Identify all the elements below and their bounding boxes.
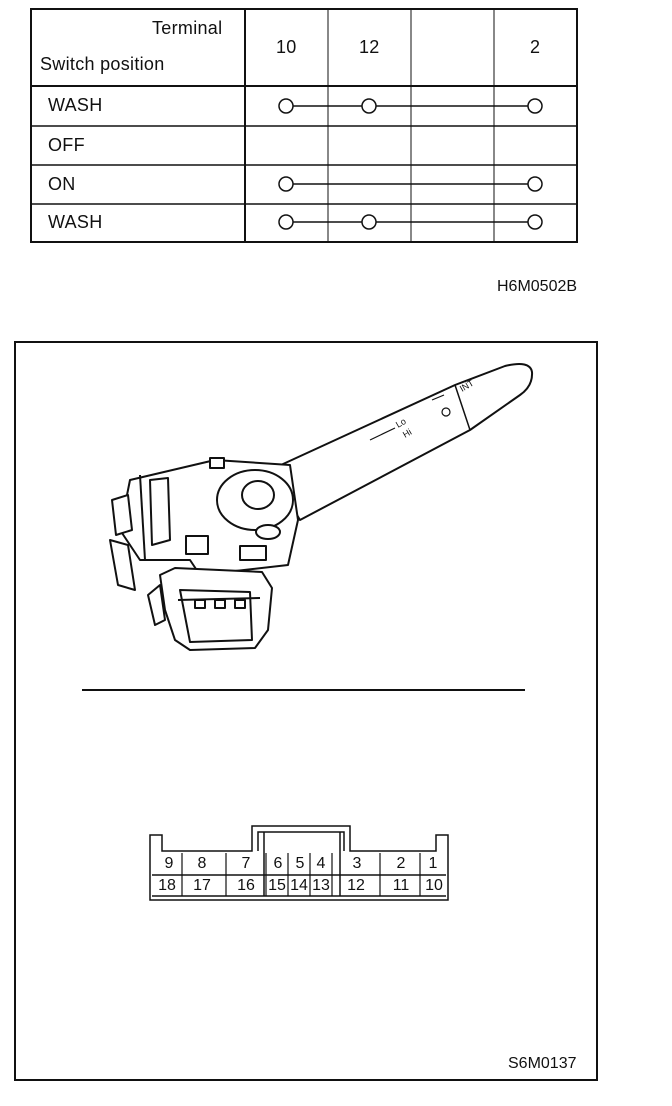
pin-1: 1 (428, 855, 438, 872)
switch-position-header: Switch position (40, 54, 165, 74)
illustration-frame (14, 341, 598, 1081)
continuity-circle (361, 98, 377, 114)
row-label-on: ON (48, 174, 76, 194)
pin-14: 14 (290, 877, 308, 894)
pin-4: 4 (316, 855, 326, 872)
continuity-marks (278, 98, 543, 230)
pin-15: 15 (268, 877, 286, 894)
pin-16: 16 (237, 877, 255, 894)
table-grid (30, 8, 578, 243)
figure-code-bottom: S6M0137 (508, 1055, 577, 1072)
pin-5: 5 (295, 855, 305, 872)
pin-3: 3 (352, 855, 362, 872)
pin-8: 8 (197, 855, 207, 872)
pin-13: 13 (312, 877, 330, 894)
pin-11: 11 (392, 877, 410, 894)
terminal-col-10: 10 (276, 37, 297, 57)
terminal-col-12: 12 (359, 37, 380, 57)
continuity-circle (527, 98, 543, 114)
pin-2: 2 (396, 855, 406, 872)
continuity-circle (278, 98, 294, 114)
continuity-circle (527, 176, 543, 192)
pin-cell-grid (181, 853, 421, 896)
continuity-circle (278, 176, 294, 192)
pin-9: 9 (164, 855, 174, 872)
pin-12: 12 (347, 877, 365, 894)
figure-code-top: H6M0502B (497, 278, 578, 295)
pin-10: 10 (425, 877, 443, 894)
pin-6: 6 (273, 855, 283, 872)
continuity-circle (278, 214, 294, 230)
continuity-circle (361, 214, 377, 230)
lever-arm (269, 363, 534, 521)
row-label-wash-2: WASH (48, 212, 103, 232)
row-label-off: OFF (48, 135, 85, 155)
pin-18: 18 (158, 877, 176, 894)
pin-17: 17 (193, 877, 211, 894)
terminal-header: Terminal (152, 18, 223, 38)
lever-mark-lo: Lo (394, 416, 408, 430)
continuity-circle (527, 214, 543, 230)
connector-pinout-outline (149, 825, 449, 901)
row-label-wash-1: WASH (48, 95, 103, 115)
terminal-col-2: 2 (530, 37, 541, 57)
pin-7: 7 (241, 855, 251, 872)
